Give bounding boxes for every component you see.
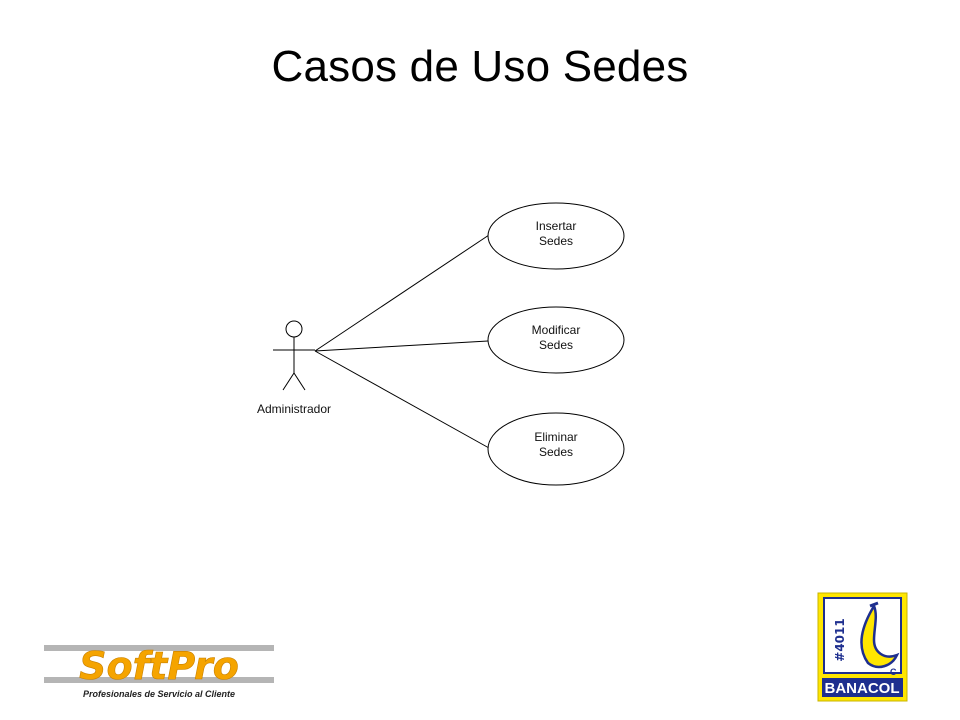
softpro-logo: SoftPro Profesionales de Servicio al Cli… [44,644,274,699]
use-case-modificar: Modificar Sedes [487,306,625,374]
banacol-c-mark: C [890,667,897,677]
banacol-code: #4011 [833,618,847,661]
association-insertar [314,234,490,352]
slide-title: Casos de Uso Sedes [271,42,689,91]
softpro-tagline: Profesionales de Servicio al Cliente [83,689,235,699]
use-case-label: Sedes [539,234,573,248]
actor-figure [273,320,315,391]
association-eliminar [314,350,490,449]
use-case-label: Modificar [532,323,581,337]
use-case-label: Sedes [539,338,573,352]
banacol-name: BANACOL [825,680,900,697]
banacol-logo: #4011 C BANACOL [817,592,908,702]
association-modificar [314,340,489,352]
actor-head [285,320,303,338]
use-case-label: Eliminar [534,430,577,444]
banana-icon [860,603,900,669]
use-case-label: Sedes [539,445,573,459]
actor-label: Administrador [257,402,331,416]
softpro-wordmark: SoftPro [79,644,239,688]
use-case-eliminar: Eliminar Sedes [487,412,625,486]
use-case-insertar: Insertar Sedes [487,202,625,270]
use-case-label: Insertar [536,219,577,233]
